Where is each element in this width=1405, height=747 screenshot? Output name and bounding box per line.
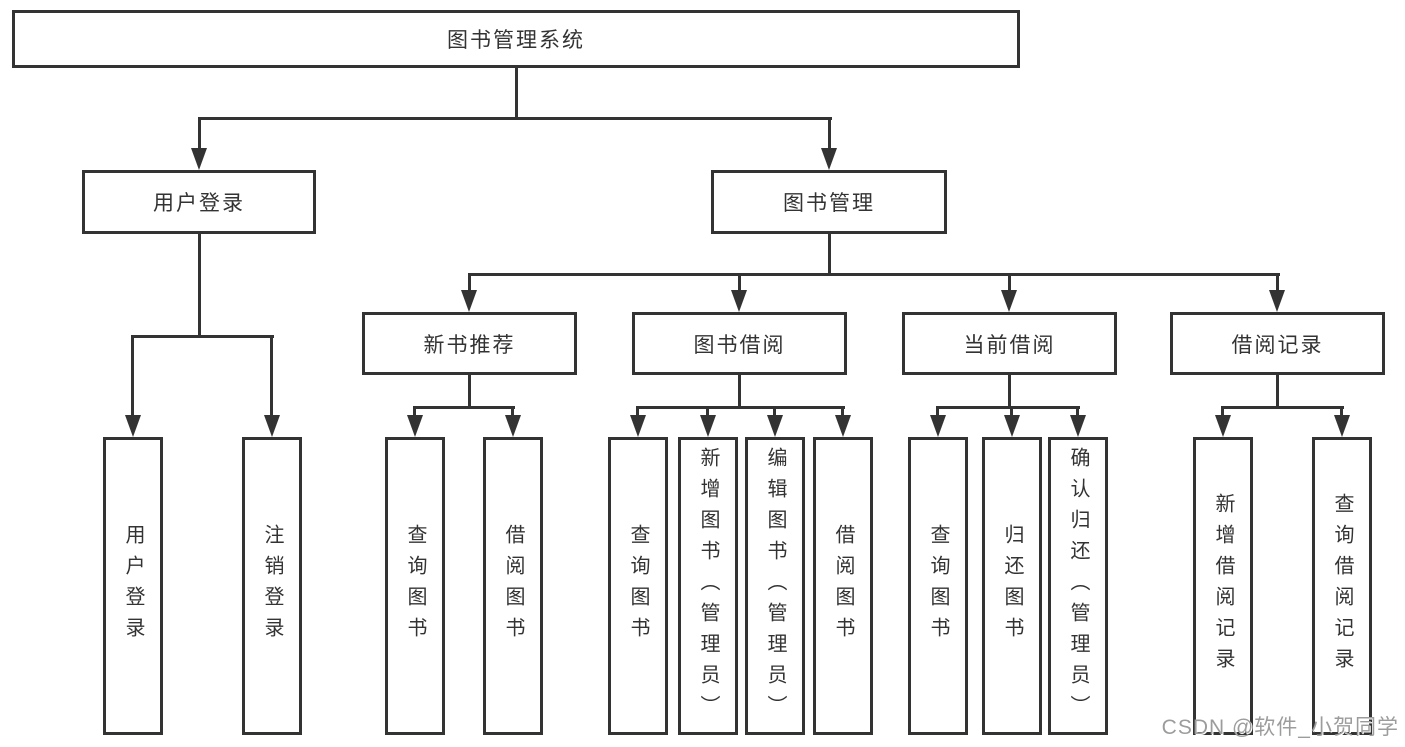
- connector-line: [841, 406, 844, 420]
- node-label: 新增借阅记录: [1212, 493, 1234, 679]
- node-label: 借阅图书: [502, 524, 524, 648]
- connector-line: [468, 373, 471, 408]
- connector-line: [1076, 406, 1079, 420]
- arrow-down-icon: [125, 415, 141, 437]
- connector-line: [738, 373, 741, 408]
- arrow-down-icon: [264, 415, 280, 437]
- connector-line: [738, 274, 741, 292]
- leaf-logout: 注销登录: [242, 437, 302, 735]
- leaf-user-login: 用户登录: [103, 437, 163, 735]
- leaf-query-borrow-record: 查询借阅记录: [1312, 437, 1372, 735]
- node-user-login: 用户登录: [82, 170, 316, 234]
- connector-line: [413, 406, 515, 409]
- node-borrowing-records: 借阅记录: [1170, 312, 1385, 375]
- connector-line: [828, 232, 831, 275]
- connector-line: [1008, 274, 1011, 292]
- node-label: 归还图书: [1001, 524, 1023, 648]
- arrow-down-icon: [1334, 415, 1350, 437]
- connector-line: [413, 406, 416, 420]
- arrow-down-icon: [407, 415, 423, 437]
- arrow-down-icon: [1001, 290, 1017, 312]
- node-label: 编辑图书（管理员）: [764, 446, 786, 726]
- arrow-down-icon: [835, 415, 851, 437]
- connector-line: [1340, 406, 1343, 420]
- node-label: 确认归还（管理员）: [1067, 446, 1089, 726]
- connector-line: [270, 335, 273, 417]
- connector-line: [131, 335, 134, 417]
- connector-line: [1221, 406, 1224, 420]
- leaf-query-books-current: 查询图书: [908, 437, 968, 735]
- node-label: 用户登录: [122, 524, 144, 648]
- node-label: 用户登录: [153, 192, 245, 215]
- connector-line: [636, 406, 639, 420]
- connector-line: [468, 274, 471, 292]
- leaf-query-books-recommend: 查询图书: [385, 437, 445, 735]
- node-label: 借阅记录: [1231, 333, 1324, 357]
- connector-line: [131, 335, 274, 338]
- node-label: 图书管理系统: [447, 29, 585, 52]
- node-label: 查询图书: [627, 524, 649, 648]
- arrow-down-icon: [1004, 415, 1020, 437]
- arrow-down-icon: [630, 415, 646, 437]
- connector-line: [511, 406, 514, 420]
- node-label: 当前借阅: [963, 333, 1056, 357]
- watermark-text: CSDN @软件_小贺同学: [1161, 716, 1399, 739]
- connector-line: [936, 406, 1080, 409]
- arrow-down-icon: [930, 415, 946, 437]
- connector-line: [1010, 406, 1013, 420]
- arrow-down-icon: [191, 148, 207, 170]
- arrow-down-icon: [731, 290, 747, 312]
- node-label: 注销登录: [261, 524, 283, 648]
- connector-line: [198, 232, 201, 337]
- leaf-query-books-borrowing: 查询图书: [608, 437, 668, 735]
- connector-line: [1008, 373, 1011, 408]
- connector-line: [198, 118, 201, 150]
- node-current-borrowing: 当前借阅: [902, 312, 1117, 375]
- connector-line: [936, 406, 939, 420]
- connector-line: [706, 406, 709, 420]
- node-label: 查询借阅记录: [1331, 493, 1353, 679]
- node-label: 查询图书: [404, 524, 426, 648]
- node-label: 图书管理: [783, 192, 875, 215]
- node-book-management: 图书管理: [711, 170, 947, 234]
- connector-line: [1221, 406, 1344, 409]
- connector-line: [468, 273, 1280, 276]
- leaf-edit-book-admin: 编辑图书（管理员）: [745, 437, 805, 735]
- arrow-down-icon: [1215, 415, 1231, 437]
- connector-line: [773, 406, 776, 420]
- connector-line: [515, 66, 518, 119]
- leaf-add-borrow-record: 新增借阅记录: [1193, 437, 1253, 735]
- connector-line: [636, 406, 845, 409]
- node-label: 新增图书（管理员）: [697, 446, 719, 726]
- node-label: 新书推荐: [423, 333, 516, 357]
- leaf-borrow-books: 借阅图书: [813, 437, 873, 735]
- connector-line: [1276, 274, 1279, 292]
- arrow-down-icon: [1269, 290, 1285, 312]
- node-label: 借阅图书: [832, 524, 854, 648]
- arrow-down-icon: [821, 148, 837, 170]
- leaf-confirm-return-admin: 确认归还（管理员）: [1048, 437, 1108, 735]
- leaf-add-book-admin: 新增图书（管理员）: [678, 437, 738, 735]
- node-library-management-system: 图书管理系统: [12, 10, 1020, 68]
- node-label: 图书借阅: [693, 333, 786, 357]
- connector-line: [198, 117, 832, 120]
- arrow-down-icon: [767, 415, 783, 437]
- arrow-down-icon: [505, 415, 521, 437]
- arrow-down-icon: [700, 415, 716, 437]
- node-new-book-recommendation: 新书推荐: [362, 312, 577, 375]
- arrow-down-icon: [1070, 415, 1086, 437]
- node-label: 查询图书: [927, 524, 949, 648]
- connector-line: [828, 118, 831, 150]
- leaf-return-books: 归还图书: [982, 437, 1042, 735]
- connector-line: [1276, 373, 1279, 408]
- arrow-down-icon: [461, 290, 477, 312]
- node-book-borrowing: 图书借阅: [632, 312, 847, 375]
- leaf-borrow-books-recommend: 借阅图书: [483, 437, 543, 735]
